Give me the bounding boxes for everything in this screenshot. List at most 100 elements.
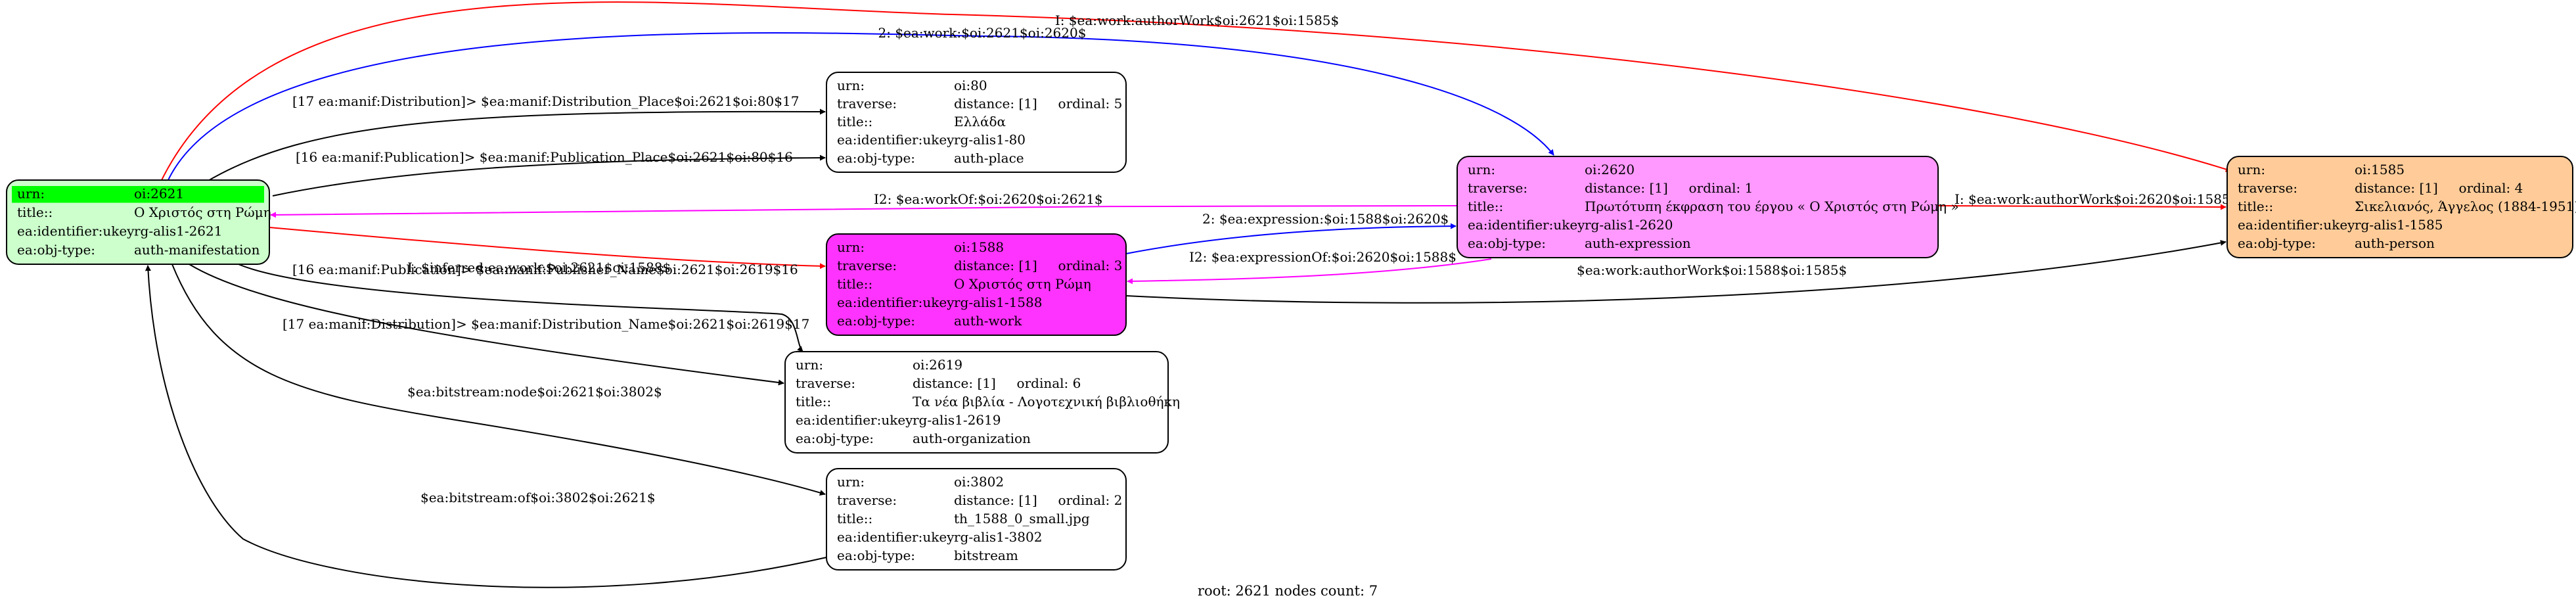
node-row-key: ea:obj-type: xyxy=(837,313,915,329)
edge-label: I: $inferred:ea:work:$oi:2621$oi:1588$ xyxy=(407,260,671,275)
node-row-value: oi:2620 xyxy=(1585,162,1635,177)
node-row-value: oi:3802 xyxy=(954,474,1004,490)
node-row-value: distance: [1] ordinal: 6 xyxy=(913,375,1081,391)
edge-line xyxy=(160,1,2232,182)
edge-label: I: $ea:work:authorWork$oi:2621$oi:1585$ xyxy=(1055,12,1339,28)
node-row-value: distance: [1] ordinal: 5 xyxy=(954,95,1122,111)
node-row-value: oi:1588 xyxy=(954,239,1004,255)
node-row-key: title:: xyxy=(837,511,872,526)
node-row-key: traverse: xyxy=(1468,180,1527,196)
edge-line xyxy=(167,32,1554,182)
edge-publication-place: [16 ea:manif:Publication]> $ea:manif:Pub… xyxy=(272,149,826,197)
node-row-key: title:: xyxy=(1468,198,1503,214)
node-row-value: Τα νέα βιβλία - Λογοτεχνική βιβλιοθήκη xyxy=(913,394,1180,409)
edge-line xyxy=(1125,240,2226,304)
edge-label: $ea:bitstream:of$oi:3802$oi:2621$ xyxy=(420,490,656,505)
node-row-value: rg-alis1-1585 xyxy=(2355,217,2443,233)
edge-distribution-place: [17 ea:manif:Distribution]> $ea:manif:Di… xyxy=(206,93,826,182)
edge-expression-of-2620-1588: I2: $ea:expressionOf:$oi:2620$oi:1588$ xyxy=(1127,249,1492,285)
edge-label: 2: $ea:expression:$oi:1588$oi:2620$ xyxy=(1202,211,1449,227)
node-row-key: ea:obj-type: xyxy=(17,242,95,258)
edges-layer: I: $ea:work:authorWork$oi:2621$oi:1585$2… xyxy=(145,1,2238,588)
edge-expression-1588-2620: 2: $ea:expression:$oi:1588$oi:2620$ xyxy=(1125,211,1457,254)
edge-line xyxy=(238,264,803,352)
node-row-key: ea:identifier:ukey xyxy=(837,529,955,545)
node-row-key: urn: xyxy=(837,239,865,255)
edge-author-work-2621-1585: I: $ea:work:authorWork$oi:2621$oi:1585$ xyxy=(160,1,2232,182)
edge-label: I2: $ea:expressionOf:$oi:2620$oi:1588$ xyxy=(1189,249,1457,265)
node-row-value: rg-alis1-2620 xyxy=(1585,217,1673,233)
node-row-key: traverse: xyxy=(837,492,897,508)
node-box xyxy=(784,351,1169,454)
node-row-value: distance: [1] ordinal: 1 xyxy=(1585,180,1753,196)
node-row-key: urn: xyxy=(1468,162,1495,177)
node-row-key: ea:identifier:ukey xyxy=(2238,217,2355,233)
edge-line xyxy=(272,154,826,197)
node-row-value: auth-place xyxy=(954,150,1024,166)
node-row-value: oi:1585 xyxy=(2355,162,2405,177)
node-box xyxy=(1457,156,1939,258)
node-row-value: Πρωτότυπη έκφραση του έργου « Ο Χριστός … xyxy=(1585,198,1959,214)
edge-line xyxy=(145,265,827,588)
node-oi2620[interactable]: urn: oi:2620 traverse: distance: [1] ordina… xyxy=(1457,156,1959,258)
edge-label: [16 ea:manif:Publication]> $ea:manif:Pub… xyxy=(292,262,798,277)
node-box xyxy=(2226,156,2573,258)
node-row-key: traverse: xyxy=(837,95,897,111)
edge-label: [17 ea:manif:Distribution]> $ea:manif:Di… xyxy=(282,316,809,332)
node-row-value: oi:2621 xyxy=(134,186,184,202)
node-row-value: rg-alis1-2619 xyxy=(913,412,1001,428)
edge-author-work-2620-1585: I: $ea:work:authorWork$oi:2620$oi:1585$ xyxy=(1937,191,2238,210)
node-box xyxy=(826,233,1127,336)
edge-label: $ea:bitstream:node$oi:2621$oi:3802$ xyxy=(407,384,662,400)
node-box xyxy=(826,468,1127,571)
node-row-key: ea:obj-type: xyxy=(796,431,874,446)
edge-line xyxy=(189,264,784,386)
node-row-value: Ο Χριστός στη Ρώμη xyxy=(134,204,271,220)
node-row-key: urn: xyxy=(17,186,45,202)
edge-work-2621-2620: 2: $ea:work:$oi:2621$oi:2620$ xyxy=(167,25,1554,182)
node-row-value: distance: [1] ordinal: 4 xyxy=(2355,180,2523,196)
edge-line xyxy=(1127,258,1492,285)
node-row-value: Ελλάδα xyxy=(954,114,1006,129)
node-row-key: urn: xyxy=(2238,162,2265,177)
edge-bitstream-node: $ea:bitstream:node$oi:2621$oi:3802$ xyxy=(171,264,826,496)
edge-author-work-1588-1585: $ea:work:authorWork$oi:1588$oi:1585$ xyxy=(1125,240,2226,304)
node-row-value: auth-organization xyxy=(913,431,1031,446)
node-row-value: distance: [1] ordinal: 3 xyxy=(954,258,1122,273)
node-row-key: urn: xyxy=(796,357,823,373)
edge-line xyxy=(1937,204,2226,210)
node-box xyxy=(826,72,1127,173)
edge-line xyxy=(171,264,826,496)
node-row-key: ea:obj-type: xyxy=(2238,235,2316,251)
node-header-highlight xyxy=(12,186,264,203)
node-row-key: traverse: xyxy=(837,258,897,273)
node-row-value: rg-alis1-3802 xyxy=(954,529,1042,545)
edge-label: 2: $ea:work:$oi:2621$oi:2620$ xyxy=(878,25,1087,41)
node-row-value: rg-alis1-2621 xyxy=(134,223,222,239)
node-row-value: bitstream xyxy=(954,548,1018,563)
node-row-value: rg-alis1-80 xyxy=(954,132,1026,148)
node-row-key: title:: xyxy=(17,204,53,220)
edge-line xyxy=(206,108,826,182)
node-row-key: ea:obj-type: xyxy=(837,548,915,563)
node-row-key: title:: xyxy=(837,114,872,129)
node-row-key: ea:identifier:ukey xyxy=(837,132,955,148)
node-oi1588[interactable]: urn: oi:1588 traverse: distance: [1] ordina… xyxy=(826,233,1127,336)
node-row-value: auth-person xyxy=(2355,235,2435,251)
node-row-key: title:: xyxy=(837,276,872,292)
node-row-value: th_1588_0_small.jpg xyxy=(954,511,1090,526)
node-row-key: title:: xyxy=(2238,198,2273,214)
graph-footer: root: 2621 nodes count: 7 xyxy=(1198,583,1378,599)
edge-distribution-name: [17 ea:manif:Distribution]> $ea:manif:Di… xyxy=(189,264,809,386)
edge-inferred-work-2621-1588: I: $inferred:ea:work:$oi:2621$oi:1588$ xyxy=(269,227,826,275)
edge-label: I2: $ea:workOf:$oi:2620$oi:2621$ xyxy=(874,191,1103,207)
node-row-value: auth-expression xyxy=(1585,235,1691,251)
edge-line xyxy=(1125,223,1457,254)
